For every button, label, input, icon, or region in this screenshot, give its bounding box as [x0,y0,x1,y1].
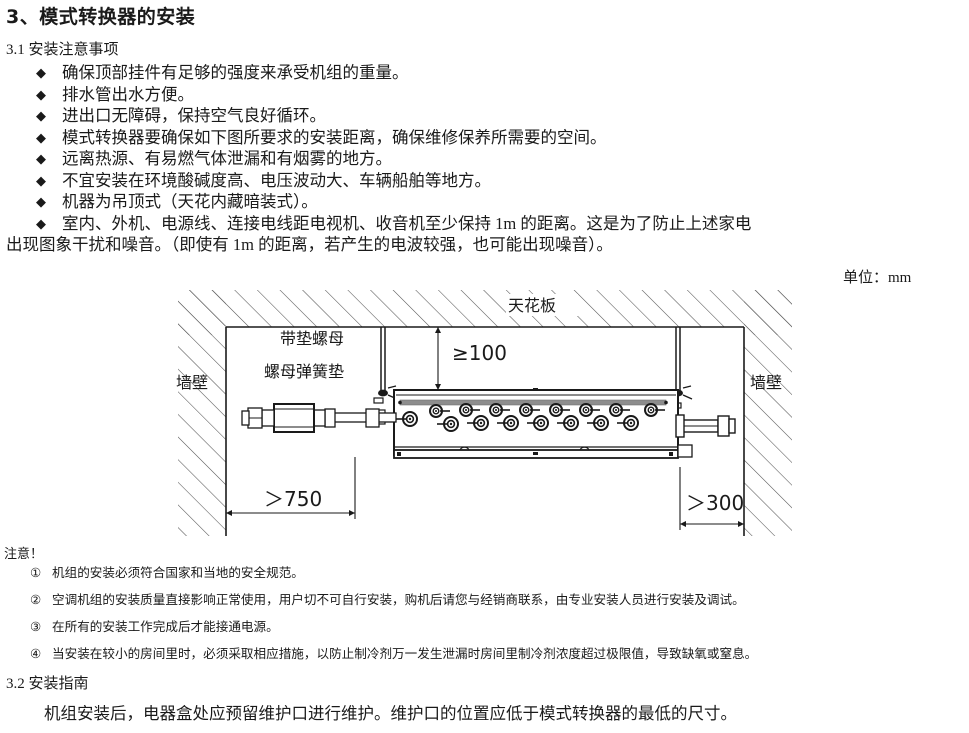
list-item-label: 远离热源、有易燃气体泄漏和有烟雾的地方。 [62,149,392,168]
diamond-bullet-icon: ◆ [36,215,46,231]
diamond-bullet-icon: ◆ [36,86,46,102]
clearance-top-label: ≥100 [452,341,507,365]
unit-note: 单位：mm [843,266,911,287]
note-number: ③ [30,620,42,634]
right-wall-label: 墙壁 [750,373,782,392]
list-item-label: 进出口无障碍，保持空气良好循环。 [62,106,326,125]
unit-note-value: mm [888,270,912,286]
list-item: ◆ 室内、外机、电源线、连接电线距电视机、收音机至少保持 1m 的距离。这是为了防… [6,213,966,256]
list-item: ◆ 远离热源、有易燃气体泄漏和有烟雾的地方。 [36,148,966,170]
diamond-bullet-icon: ◆ [36,194,46,209]
right-pipe-assembly [675,414,736,458]
list-item: ◆ 确保顶部挂件有足够的强度来承受机组的重量。 [36,62,966,84]
note-number: ① [30,566,42,580]
dimension-clearance-left: ＞750 [226,457,356,519]
note-number: ④ [30,647,42,661]
diamond-bullet-icon: ◆ [36,65,46,80]
nut-with-washer-label: 带垫螺母 [280,330,344,348]
note-text: 机组的安装必须符合国家和当地的安全规范。 [52,566,304,580]
note-text: 空调机组的安装质量直接影响正常使用，用户切不可自行安装，购机后请您与经销商联系，… [52,593,745,607]
dimension-clearance-right: ＞300 [679,467,744,530]
left-wall-hatch [178,290,226,536]
note-text: 当安装在较小的房间里时，必须采取相应措施，以防止制冷剂万一发生泄漏时房间里制冷剂… [52,647,758,661]
ceiling-label-bg [506,294,578,316]
internal-rail [399,399,667,406]
subsection-3-1-title: 3.1 安装注意事项 [6,42,119,58]
note-text: 在所有的安装工作完成后才能接通电源。 [52,620,279,634]
list-item: ◆ 不宜安装在环境酸碱度高、电压波动大、车辆船舶等地方。 [36,170,966,192]
subsection-3-2-title: 3.2 安装指南 [6,676,89,692]
list-item-label: 室内、外机、电源线、连接电线距电视机、收音机至少保持 1m 的距离。这是为了防止… [62,213,752,233]
diamond-bullet-icon: ◆ [36,172,46,188]
unit-note-prefix: 单位： [843,270,889,286]
note-item: ④ 当安装在较小的房间里时，必须采取相应措施，以防止制冷剂万一发生泄漏时房间里制冷… [30,647,968,661]
dimension-clearance-top: ≥100 [435,327,507,390]
subsection-3-2-paragraph: 机组安装后，电器盒处应预留维护口进行维护。维护口的位置应低于模式转换器的最低的尺… [44,704,737,723]
list-item-label: 排水管出水方便。 [62,84,194,104]
left-pipe-assembly [241,403,397,433]
note-item: ① 机组的安装必须符合国家和当地的安全规范。 [30,566,968,580]
clearance-left-label: ＞750 [264,487,322,511]
list-item-label: 机器为吊顶式（天花内藏暗装式）。 [62,192,318,211]
list-item: ◆ 机器为吊顶式（天花内藏暗装式）。 [36,191,966,213]
clearance-right-label: ＞300 [686,491,744,515]
list-item: ◆ 模式转换器要确保如下图所要求的安装距离，确保维修保养所需要的空间。 [36,127,966,149]
left-wall-label: 墙壁 [176,373,208,392]
note-item: ③ 在所有的安装工作完成后才能接通电源。 [30,620,968,634]
installation-clearance-diagram: 天花板 墙壁 墙壁 [0,282,969,544]
list-item-label: 确保顶部挂件有足够的强度来承受机组的重量。 [62,63,409,82]
list-item-label-continued: 出现图象干扰和噪音。（即使有 1m 的距离，若产生的电波较强，也可能出现噪音）。 [6,235,613,254]
internal-nozzles [396,403,665,432]
precautions-list: ◆ 确保顶部挂件有足够的强度来承受机组的重量。 ◆ 排水管出水方便。 ◆ 进出口无障碍… [6,62,966,256]
notes-list: ① 机组的安装必须符合国家和当地的安全规范。 ② 空调机组的安装质量直接影响正常使用… [30,566,968,674]
diamond-bullet-icon: ◆ [36,129,46,145]
mode-converter-unit [393,388,679,459]
ceiling-label: 天花板 [508,297,556,315]
list-item-label: 模式转换器要确保如下图所要求的安装距离，确保维修保养所需要的空间。 [62,127,607,147]
diamond-bullet-icon: ◆ [36,151,46,166]
diamond-bullet-icon: ◆ [36,108,46,123]
nut-spring-washer-label: 螺母弹簧垫 [264,362,344,381]
note-number: ② [30,593,42,607]
page-title: 3、模式转换器的安装 [6,6,196,28]
note-item: ② 空调机组的安装质量直接影响正常使用，用户切不可自行安装，购机后请您与经销商联系… [30,593,968,607]
list-item: ◆ 进出口无障碍，保持空气良好循环。 [36,105,966,127]
list-item-label: 不宜安装在环境酸碱度高、电压波动大、车辆船舶等地方。 [62,170,491,190]
list-item: ◆ 排水管出水方便。 [36,84,966,106]
notice-heading: 注意！ [4,546,44,561]
right-wall-hatch [744,290,792,536]
